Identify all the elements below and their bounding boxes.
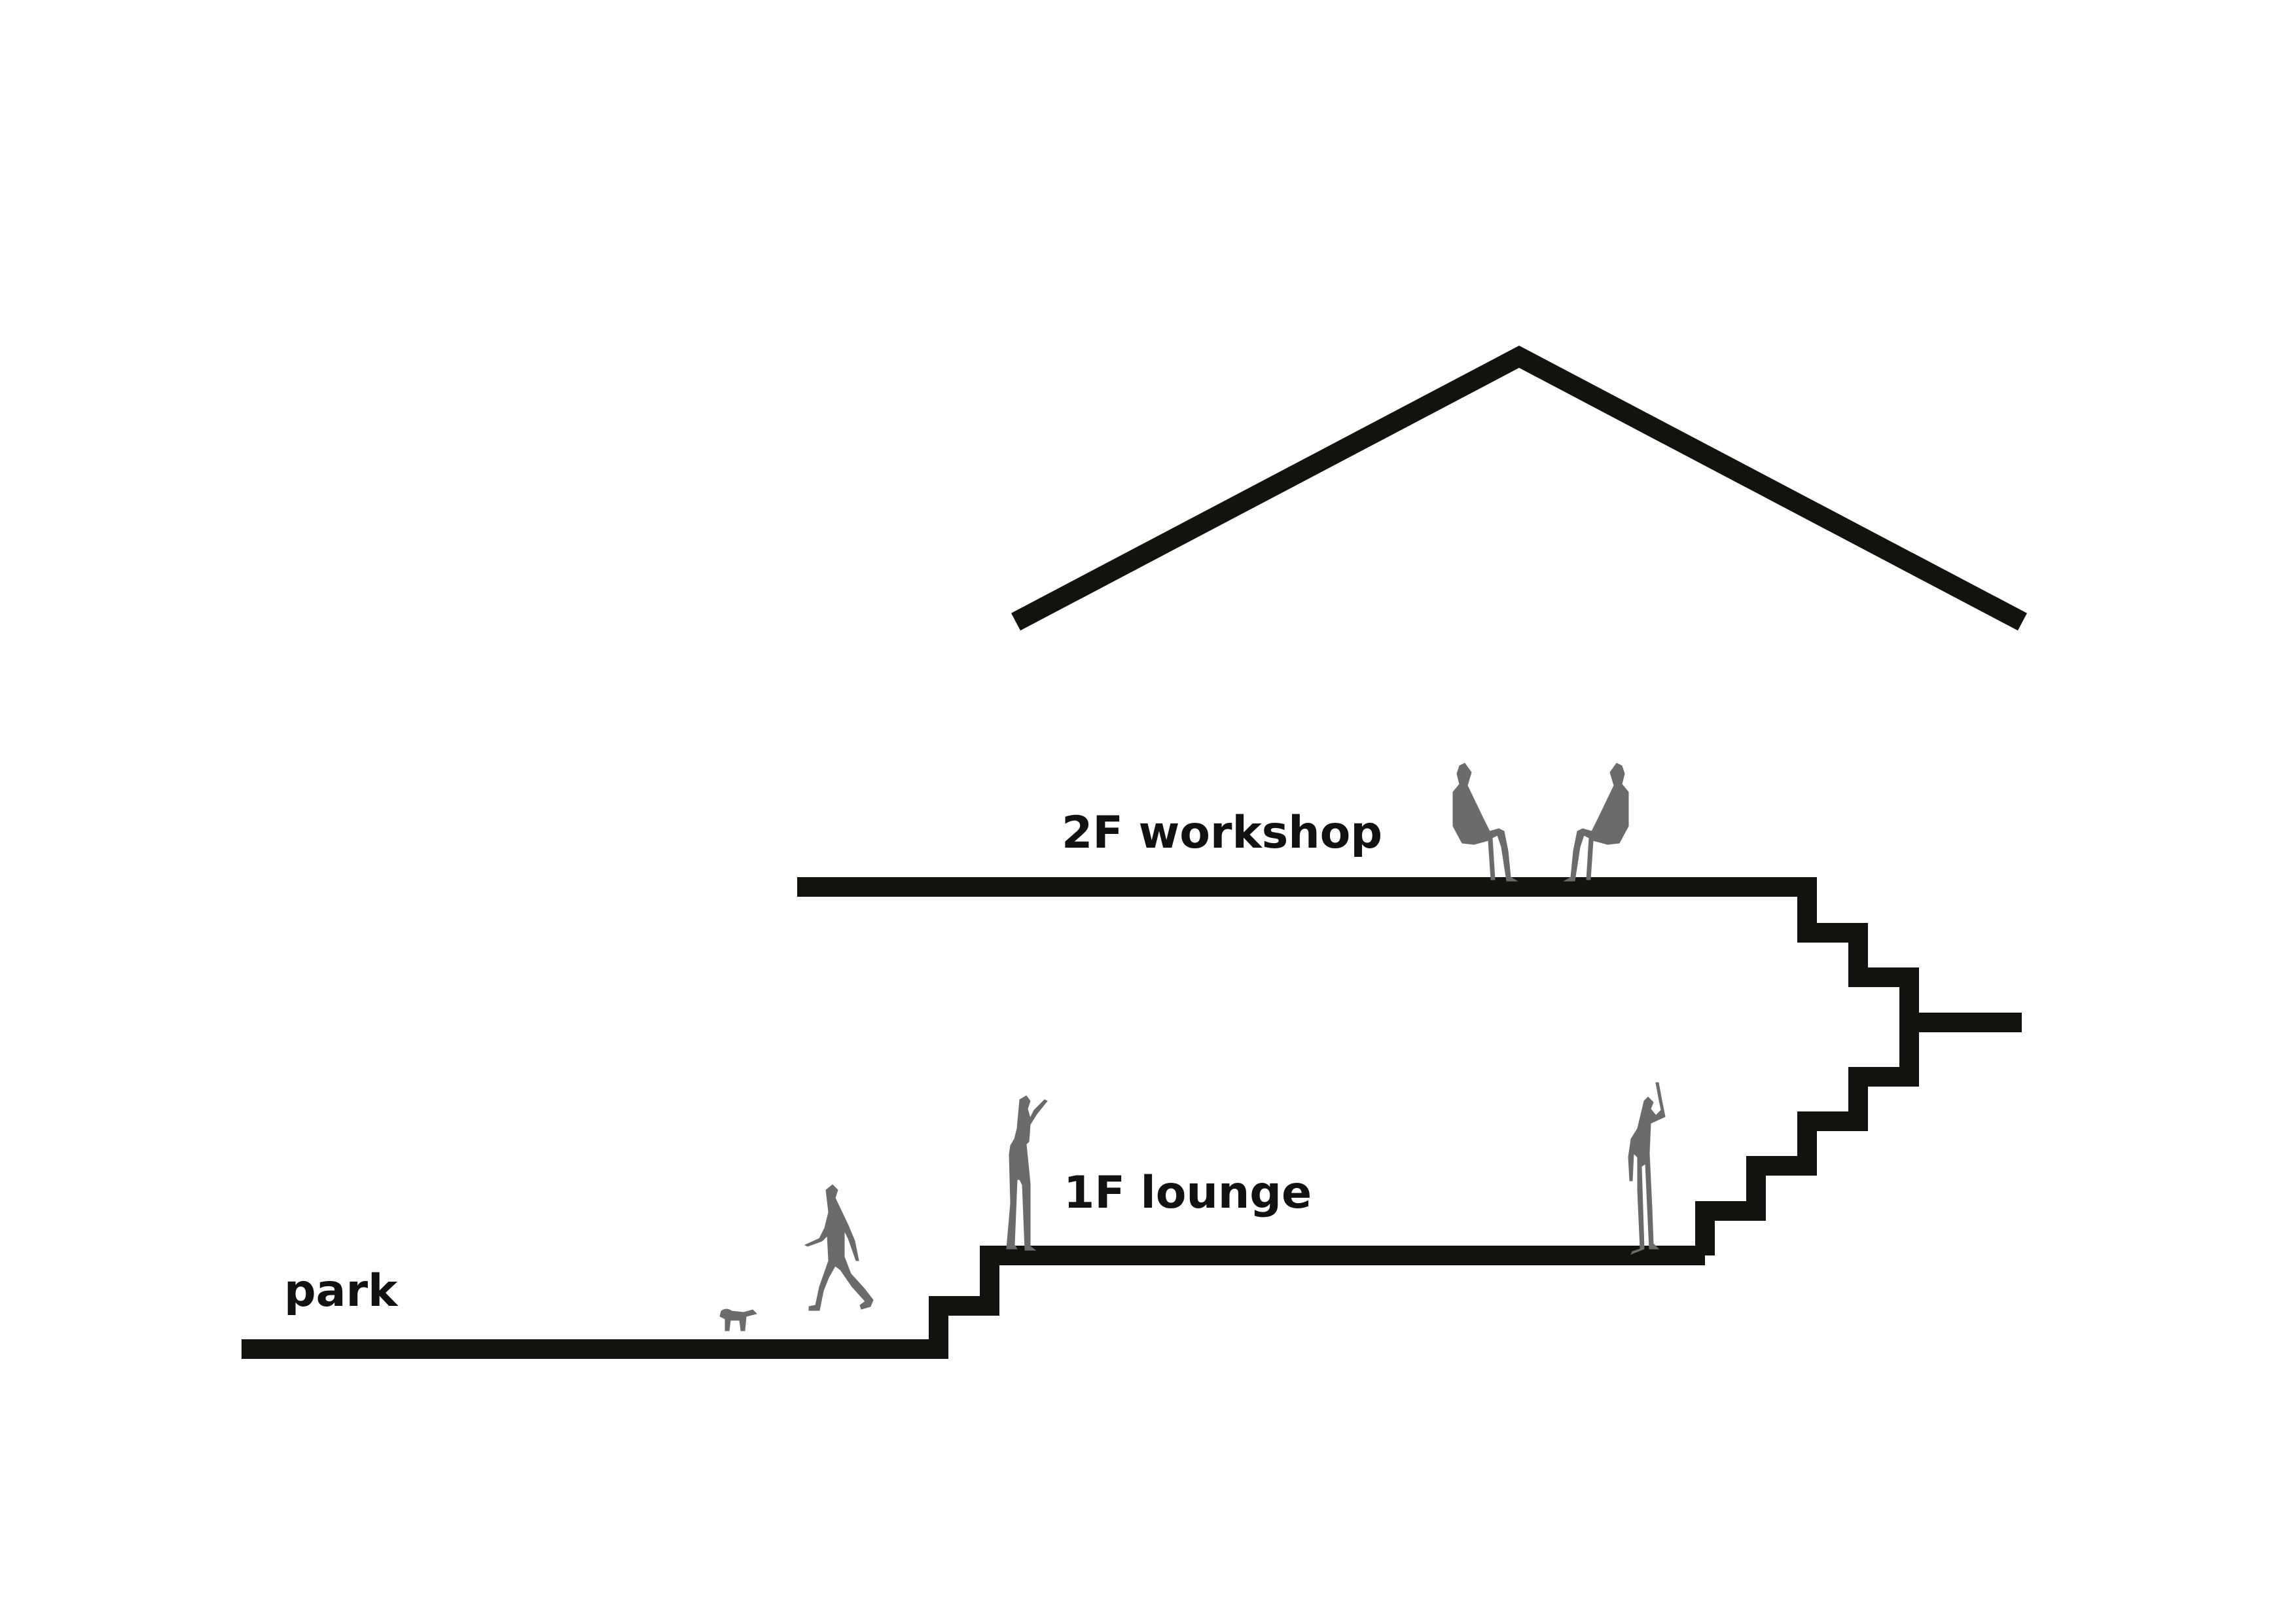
ground-line <box>242 1303 948 1359</box>
second-floor-slab <box>797 877 1919 1255</box>
park-label: park <box>284 1265 399 1317</box>
seated-person-right-figure <box>1563 763 1629 882</box>
dog-figure <box>719 1308 757 1331</box>
workshop-label: 2F workshop <box>1062 807 1382 859</box>
walking-person-figure <box>804 1184 874 1311</box>
first-floor-slab <box>929 1246 1705 1351</box>
seated-person-left-figure <box>1452 763 1518 882</box>
roof-line <box>1011 346 2027 631</box>
waving-person-right-figure <box>1628 1082 1666 1255</box>
waving-person-left-figure <box>1006 1095 1048 1251</box>
lounge-label: 1F lounge <box>1064 1167 1312 1219</box>
